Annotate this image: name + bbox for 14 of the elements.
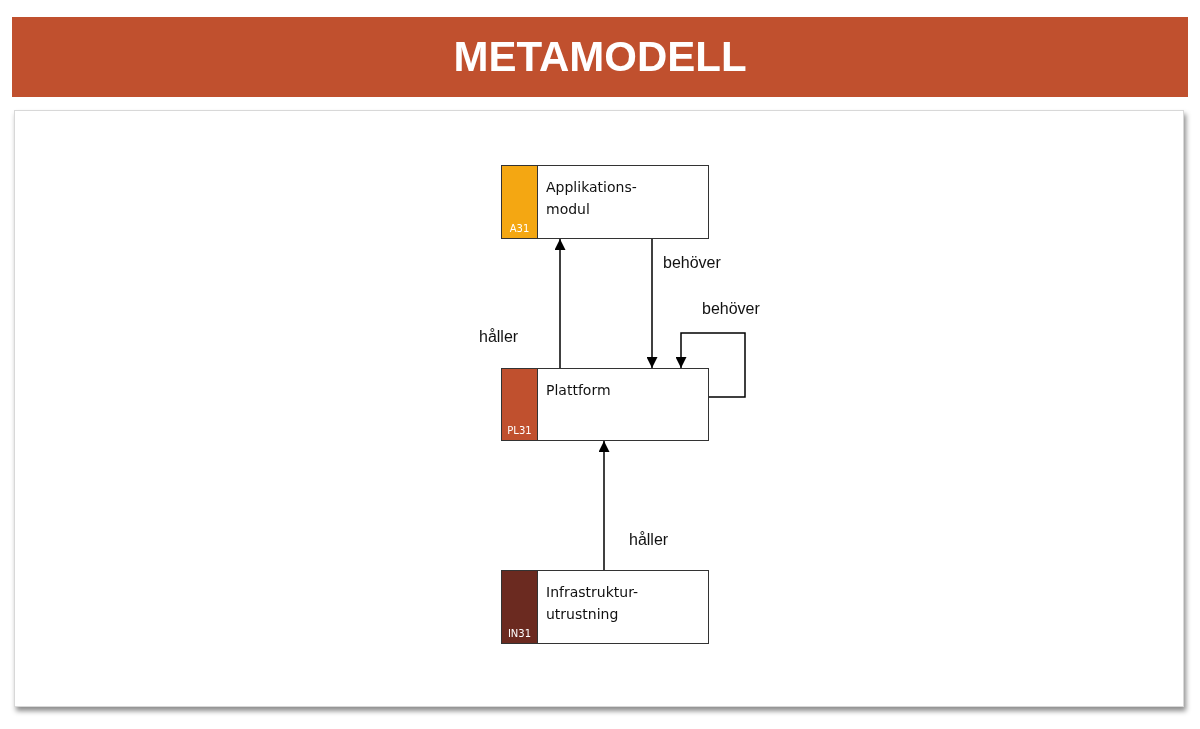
arrow [554, 238, 566, 369]
arrow [598, 440, 610, 571]
entity-code: A31 [509, 223, 530, 234]
arrow [675, 332, 746, 398]
entity-code: IN31 [507, 628, 532, 639]
arrow [646, 238, 658, 369]
entity-box [501, 165, 709, 239]
entity-name: Plattform [545, 381, 612, 400]
title-banner: METAMODELL [12, 17, 1188, 97]
entity-name: Infrastruktur- utrustning [545, 583, 640, 624]
entity-box [501, 570, 709, 644]
entity-box [501, 368, 709, 441]
entity-code: PL31 [507, 425, 532, 436]
entity-name: Applikations- modul [545, 178, 638, 219]
